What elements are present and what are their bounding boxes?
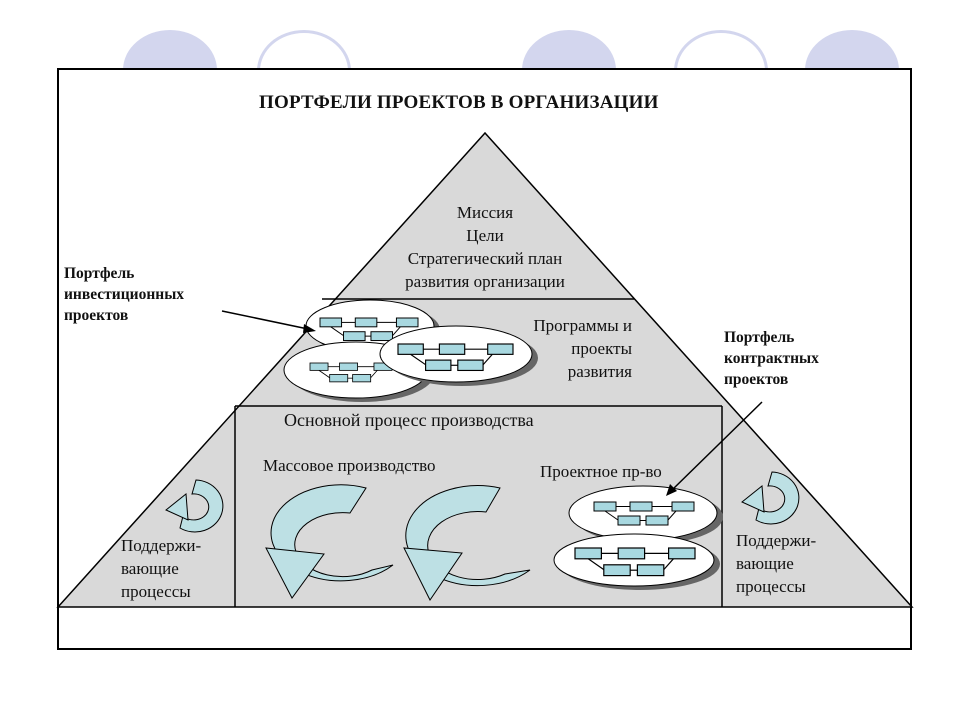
investment-portfolio-label: Портфель инвестиционных проектов: [64, 263, 184, 326]
apex-line-mission: Миссия: [456, 203, 514, 222]
contract-portfolio-label: Портфель контрактных проектов: [724, 327, 819, 390]
contract-network-2: [553, 533, 720, 590]
cycle-icon-large-2: [403, 485, 531, 601]
support-right-line-1: Поддержи-: [736, 531, 817, 550]
investment-pointer-arrow: [221, 310, 316, 333]
cycle-icon-small-left: [165, 479, 224, 533]
support-right-line-2: вающие: [736, 554, 794, 573]
programs-text: Программы и проекты развития: [480, 314, 632, 383]
apex-line-development: развития организации: [405, 272, 565, 291]
decor-arc-5: [805, 30, 899, 70]
support-processes-right: Поддержи- вающие процессы: [736, 529, 816, 598]
core-process-label: Основной процесс производства: [284, 410, 534, 430]
apex-text: Миссия Цели Стратегический план развития…: [365, 201, 605, 293]
project-production-label: Проектное пр-во: [540, 462, 662, 481]
contract-label-line-1: Портфель: [724, 329, 795, 346]
programs-line-3: развития: [567, 362, 632, 381]
decor-arc-3: [522, 30, 616, 70]
support-right-line-3: процессы: [736, 577, 806, 596]
decor-arc-2: [257, 30, 351, 70]
apex-line-strategy: Стратегический план: [407, 249, 563, 268]
investment-label-line-3: проектов: [64, 307, 129, 324]
support-processes-left: Поддержи- вающие процессы: [121, 534, 201, 603]
programs-line-1: Программы и: [533, 316, 632, 335]
support-left-line-2: вающие: [121, 559, 179, 578]
decor-arc-4: [674, 30, 768, 70]
contract-label-line-2: контрактных: [724, 350, 819, 367]
contract-pointer-arrow: [666, 401, 763, 496]
page-title: ПОРТФЕЛИ ПРОЕКТОВ В ОРГАНИЗАЦИИ: [259, 92, 659, 113]
investment-label-line-2: инвестиционных: [64, 286, 185, 303]
cycle-icon-small-right: [741, 471, 800, 525]
decor-arc-1: [123, 30, 217, 70]
programs-line-2: проекты: [571, 339, 632, 358]
support-left-line-1: Поддержи-: [121, 536, 202, 555]
investment-label-line-1: Портфель: [64, 265, 135, 282]
cycle-icon-large-1: [265, 484, 394, 599]
apex-line-goals: Цели: [466, 226, 504, 245]
contract-label-line-3: проектов: [724, 371, 789, 388]
mass-production-label: Массовое производство: [263, 456, 436, 475]
contract-network-1: [568, 485, 723, 544]
investment-network-3: [379, 325, 538, 386]
support-left-line-3: процессы: [121, 582, 191, 601]
